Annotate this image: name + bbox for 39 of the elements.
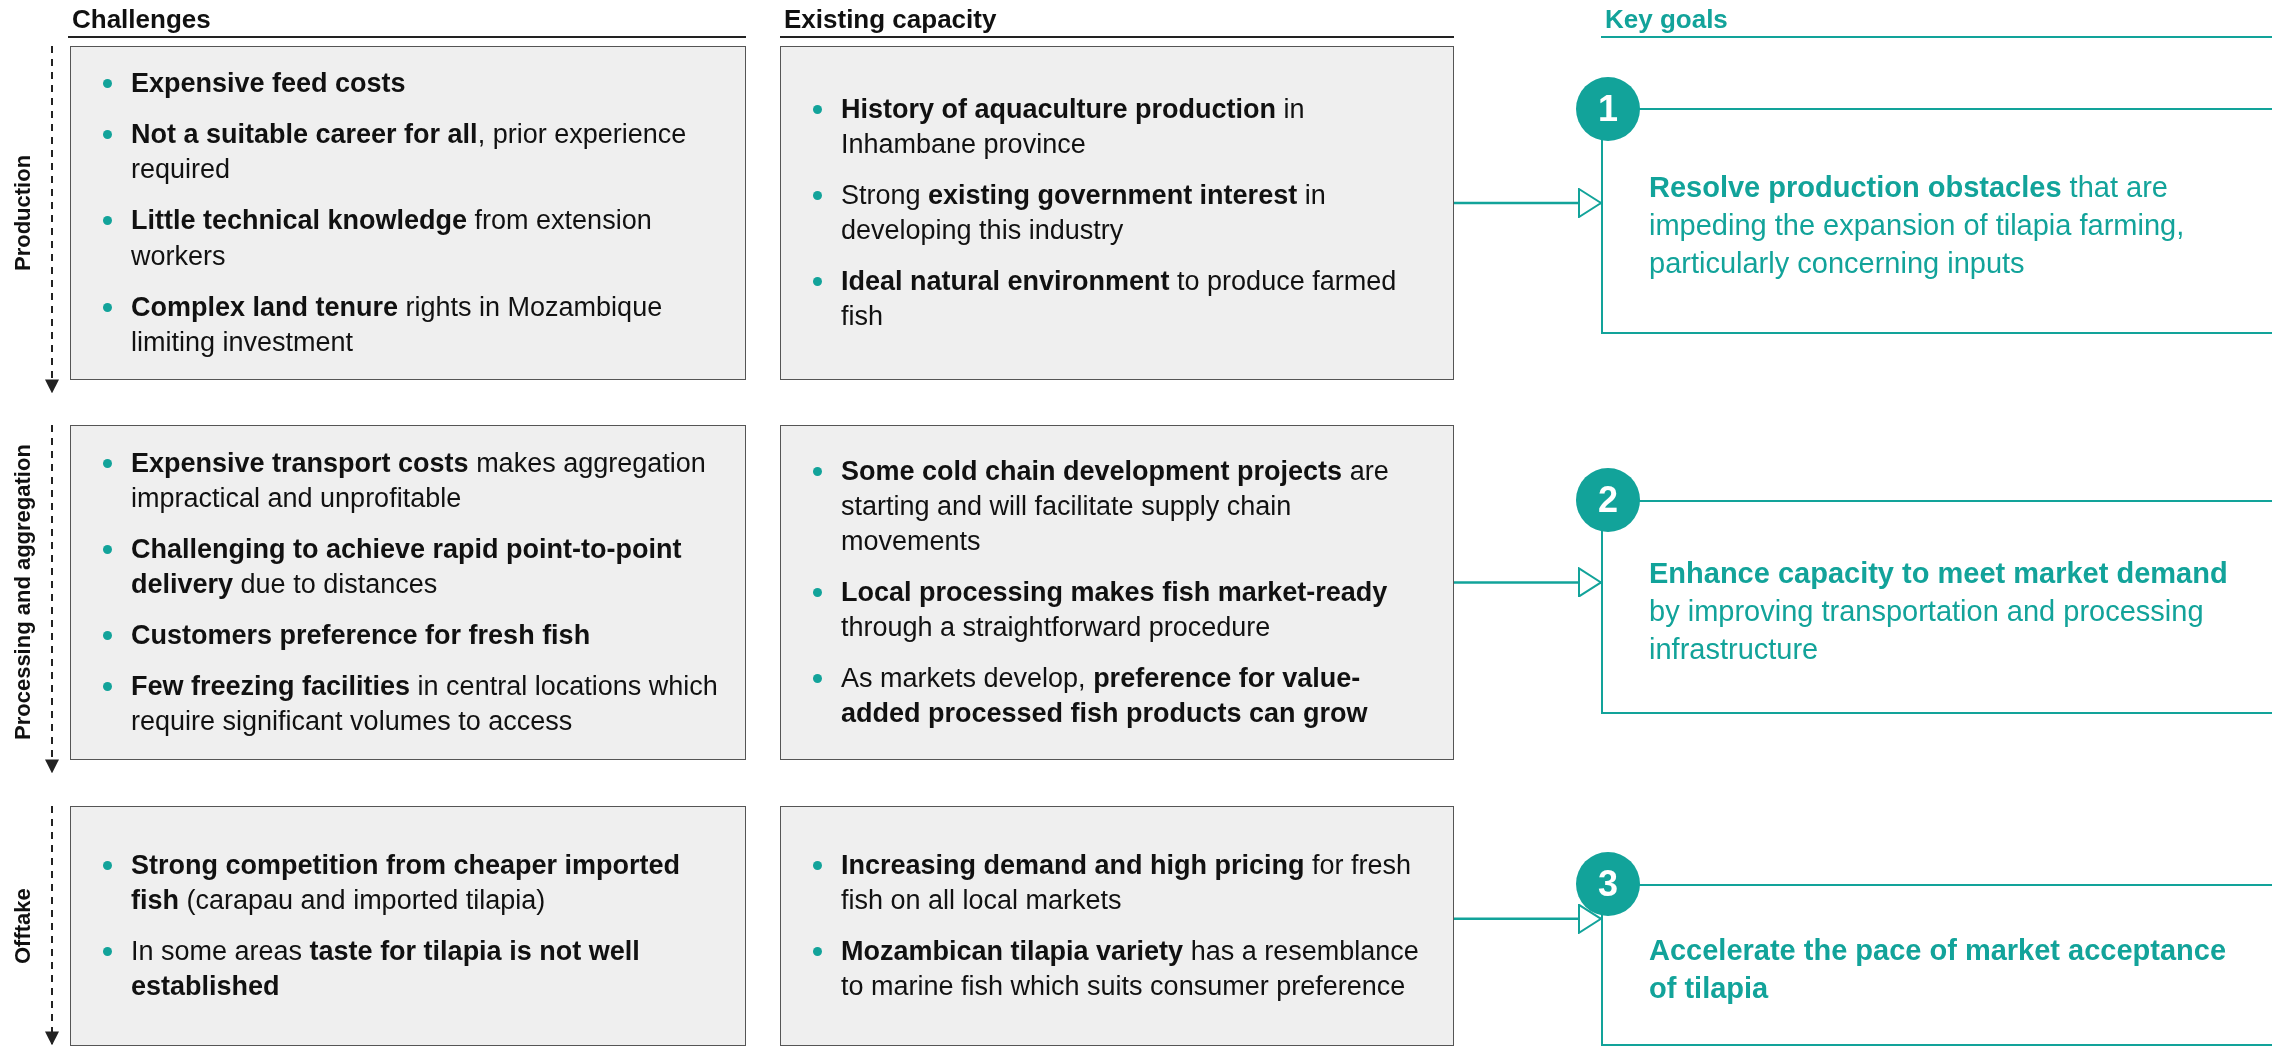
bullet-item: Strong existing government interest in developing this industry <box>811 177 1429 249</box>
goal-text: Resolve production obstacles that are impeding the expansion of tilapia farming, particularly concerning inputs <box>1649 170 2186 281</box>
goal-text: Accelerate the pace of market acceptance of tilapia <box>1649 933 2228 1006</box>
bullet-item: Not a suitable career for all, prior experience required <box>101 117 721 188</box>
bullet-item: Challenging to achieve rapid point-to-point delivery due to distances <box>101 531 721 603</box>
bullet-item: Complex land tenure rights in Mozambique limiting investment <box>101 289 721 360</box>
column-header: Challenges <box>68 2 746 38</box>
number-badge: 3 <box>1576 852 1640 916</box>
column-header: Existing capacity <box>780 2 1454 38</box>
bullet-item: Local processing makes fish market-ready through a straightforward procedure <box>811 574 1429 646</box>
bullet-item: Some cold chain development projects are starting and will facilitate supply chain movements <box>811 453 1429 559</box>
goal-text: Enhance capacity to meet market demand by improving transportation and processing infrastructure <box>1649 556 2229 667</box>
bullet-item: Little technical knowledge from extension workers <box>101 203 721 274</box>
text-panel <box>780 806 1454 1046</box>
row-label: Processing and aggregation <box>9 443 36 743</box>
column-header: Key goals <box>1601 2 2272 38</box>
text-panel <box>780 46 1454 380</box>
arrow <box>1454 188 1602 218</box>
bullet-item: Few freezing facilities in central locations which require significant volumes to access <box>101 669 721 740</box>
bullet-item: Strong competition from cheaper imported fish (carapau and imported tilapia) <box>101 847 721 918</box>
bullet-item: Customers preference for fresh fish <box>101 618 721 654</box>
number-badge: 2 <box>1576 468 1640 532</box>
bullet-item: Expensive feed costs <box>101 66 721 102</box>
text-panel <box>70 806 746 1046</box>
row-label: Production <box>9 153 36 274</box>
bullet-item: History of aquaculture production in Inhambane province <box>811 91 1429 162</box>
bullet-item: Expensive transport costs makes aggregation impractical and unprofitable <box>101 445 721 516</box>
text-panel <box>70 46 746 380</box>
bullet-item: Ideal natural environment to produce farmed fish <box>811 264 1429 335</box>
bullet-item: Increasing demand and high pricing for fresh fish on all local markets <box>811 847 1429 918</box>
number-badge: 1 <box>1576 77 1640 141</box>
arrow <box>1454 567 1602 598</box>
row-label: Offtake <box>9 887 36 966</box>
bullet-item: In some areas taste for tilapia is not well established <box>101 934 721 1005</box>
bullet-item: Mozambican tilapia variety has a resemblance to marine fish which suits consumer preference <box>811 934 1429 1005</box>
bullet-item: As markets develop, preference for value-added processed fish products can grow <box>811 661 1429 732</box>
text-panel <box>70 425 746 760</box>
arrow <box>1454 903 1602 934</box>
text-panel <box>780 425 1454 760</box>
